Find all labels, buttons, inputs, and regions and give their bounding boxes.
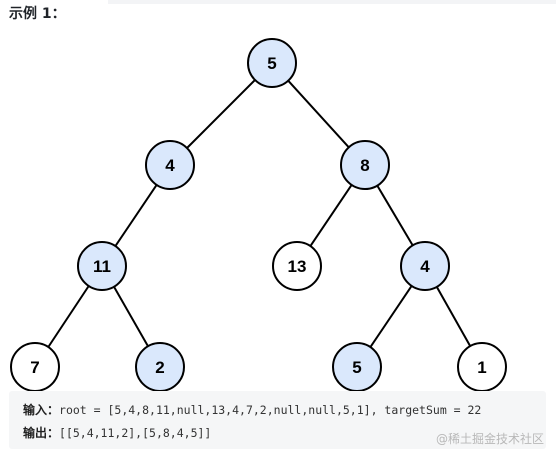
tree-node-label: 11 xyxy=(93,257,111,276)
tree-edge-n8-n4b xyxy=(376,185,414,246)
tree-edge-n5-n4 xyxy=(186,79,256,149)
top-divider-strip xyxy=(108,0,556,4)
tree-node-label: 4 xyxy=(165,156,175,175)
tree-node-n4b: 4 xyxy=(400,241,450,291)
output-line: 输出：[[5,4,11,2],[5,8,4,5]] xyxy=(23,425,211,441)
tree-node-n8: 8 xyxy=(340,140,390,190)
input-line: 输入：root = [5,4,8,11,null,13,4,7,2,null,n… xyxy=(23,402,481,418)
tree-node-circle xyxy=(77,241,127,291)
tree-edge-n4b-n1 xyxy=(435,286,472,347)
tree-node-label: 7 xyxy=(30,358,39,377)
tree-edge-n11-n2 xyxy=(113,286,149,347)
input-value: root = [5,4,8,11,null,13,4,7,2,null,null… xyxy=(59,403,482,417)
tree-node-n1: 1 xyxy=(457,342,507,392)
output-label: 输出： xyxy=(23,426,60,440)
tree-node-circle xyxy=(400,241,450,291)
tree-edge-n11-n7 xyxy=(47,285,90,348)
example-heading: 示例 1： xyxy=(9,6,66,22)
tree-node-n4: 4 xyxy=(145,140,195,190)
tree-edge-n4-n11 xyxy=(114,184,158,247)
output-value: [[5,4,11,2],[5,8,4,5]] xyxy=(59,426,212,440)
tree-node-n5: 5 xyxy=(247,38,297,88)
watermark: @稀土掘金技术社区 xyxy=(435,432,544,446)
tree-node-n11: 11 xyxy=(77,241,127,291)
tree-node-label: 5 xyxy=(267,54,276,73)
tree-node-label: 2 xyxy=(155,358,164,377)
tree-edge-n8-n13 xyxy=(309,184,353,247)
example-code-block: 输入：root = [5,4,8,11,null,13,4,7,2,null,n… xyxy=(9,391,546,449)
tree-edge-n4b-n5b xyxy=(369,285,413,348)
tree-node-circle xyxy=(247,38,297,88)
tree-edge-n5-n8 xyxy=(287,80,350,148)
tree-node-n13: 13 xyxy=(272,241,322,291)
tree-node-label: 4 xyxy=(420,257,430,276)
tree-node-label: 13 xyxy=(288,257,307,276)
tree-node-n5b: 5 xyxy=(332,342,382,392)
tree-node-n2: 2 xyxy=(135,342,185,392)
tree-node-n7: 7 xyxy=(10,342,60,392)
input-label: 输入： xyxy=(23,403,60,417)
tree-node-circle xyxy=(272,241,322,291)
tree-node-label: 8 xyxy=(360,156,369,175)
tree-node-label: 1 xyxy=(477,358,486,377)
tree-node-label: 5 xyxy=(352,358,361,377)
tree-node-circle xyxy=(340,140,390,190)
tree-node-circle xyxy=(145,140,195,190)
binary-tree-diagram: 5 4 8 11 13 4 7 2 5 1 xyxy=(10,38,507,392)
